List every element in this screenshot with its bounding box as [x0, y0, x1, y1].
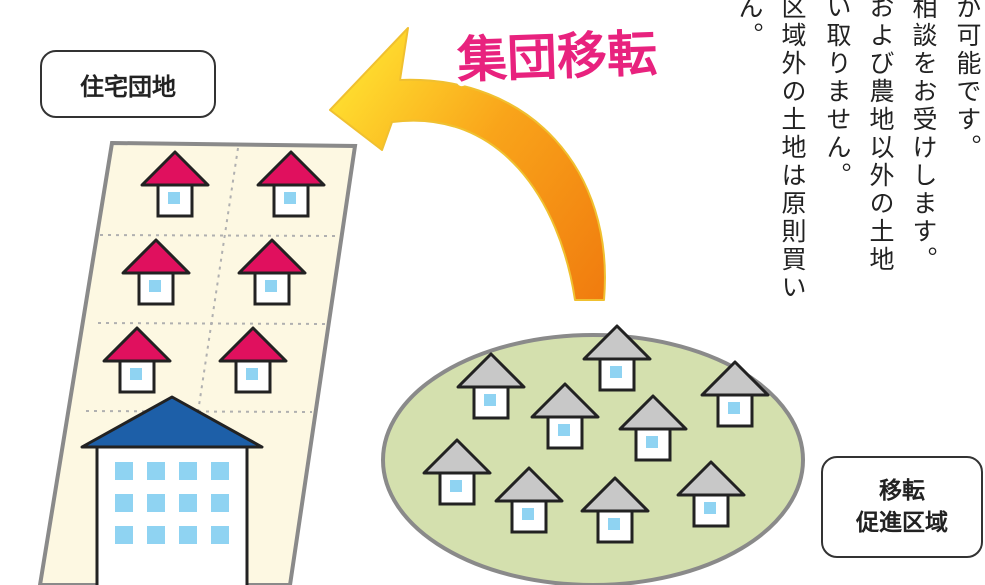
text-column-1: が可能です。 [953, 0, 982, 162]
apartment-building-icon [80, 395, 264, 585]
text-column-5: 区域外の土地は原則買い [778, 0, 807, 302]
promotion-district-label: 移転 促進区域 [821, 456, 983, 558]
text-column-2: 相談をお受けします。 [909, 0, 938, 274]
arrow-label: 集団移転 [455, 25, 658, 90]
housing-estate-label-text: 住宅団地 [80, 72, 176, 101]
housing-estate-label: 住宅団地 [40, 50, 216, 118]
text-column-4: い取りません。 [823, 0, 852, 190]
text-column-6: ん。 [735, 0, 764, 50]
promotion-district-label-line1: 移転 [879, 477, 925, 504]
text-column-3: および農地以外の土地 [866, 0, 895, 274]
relocation-arrow-icon [329, 27, 606, 301]
promotion-district-label-line2: 促進区域 [856, 510, 948, 536]
